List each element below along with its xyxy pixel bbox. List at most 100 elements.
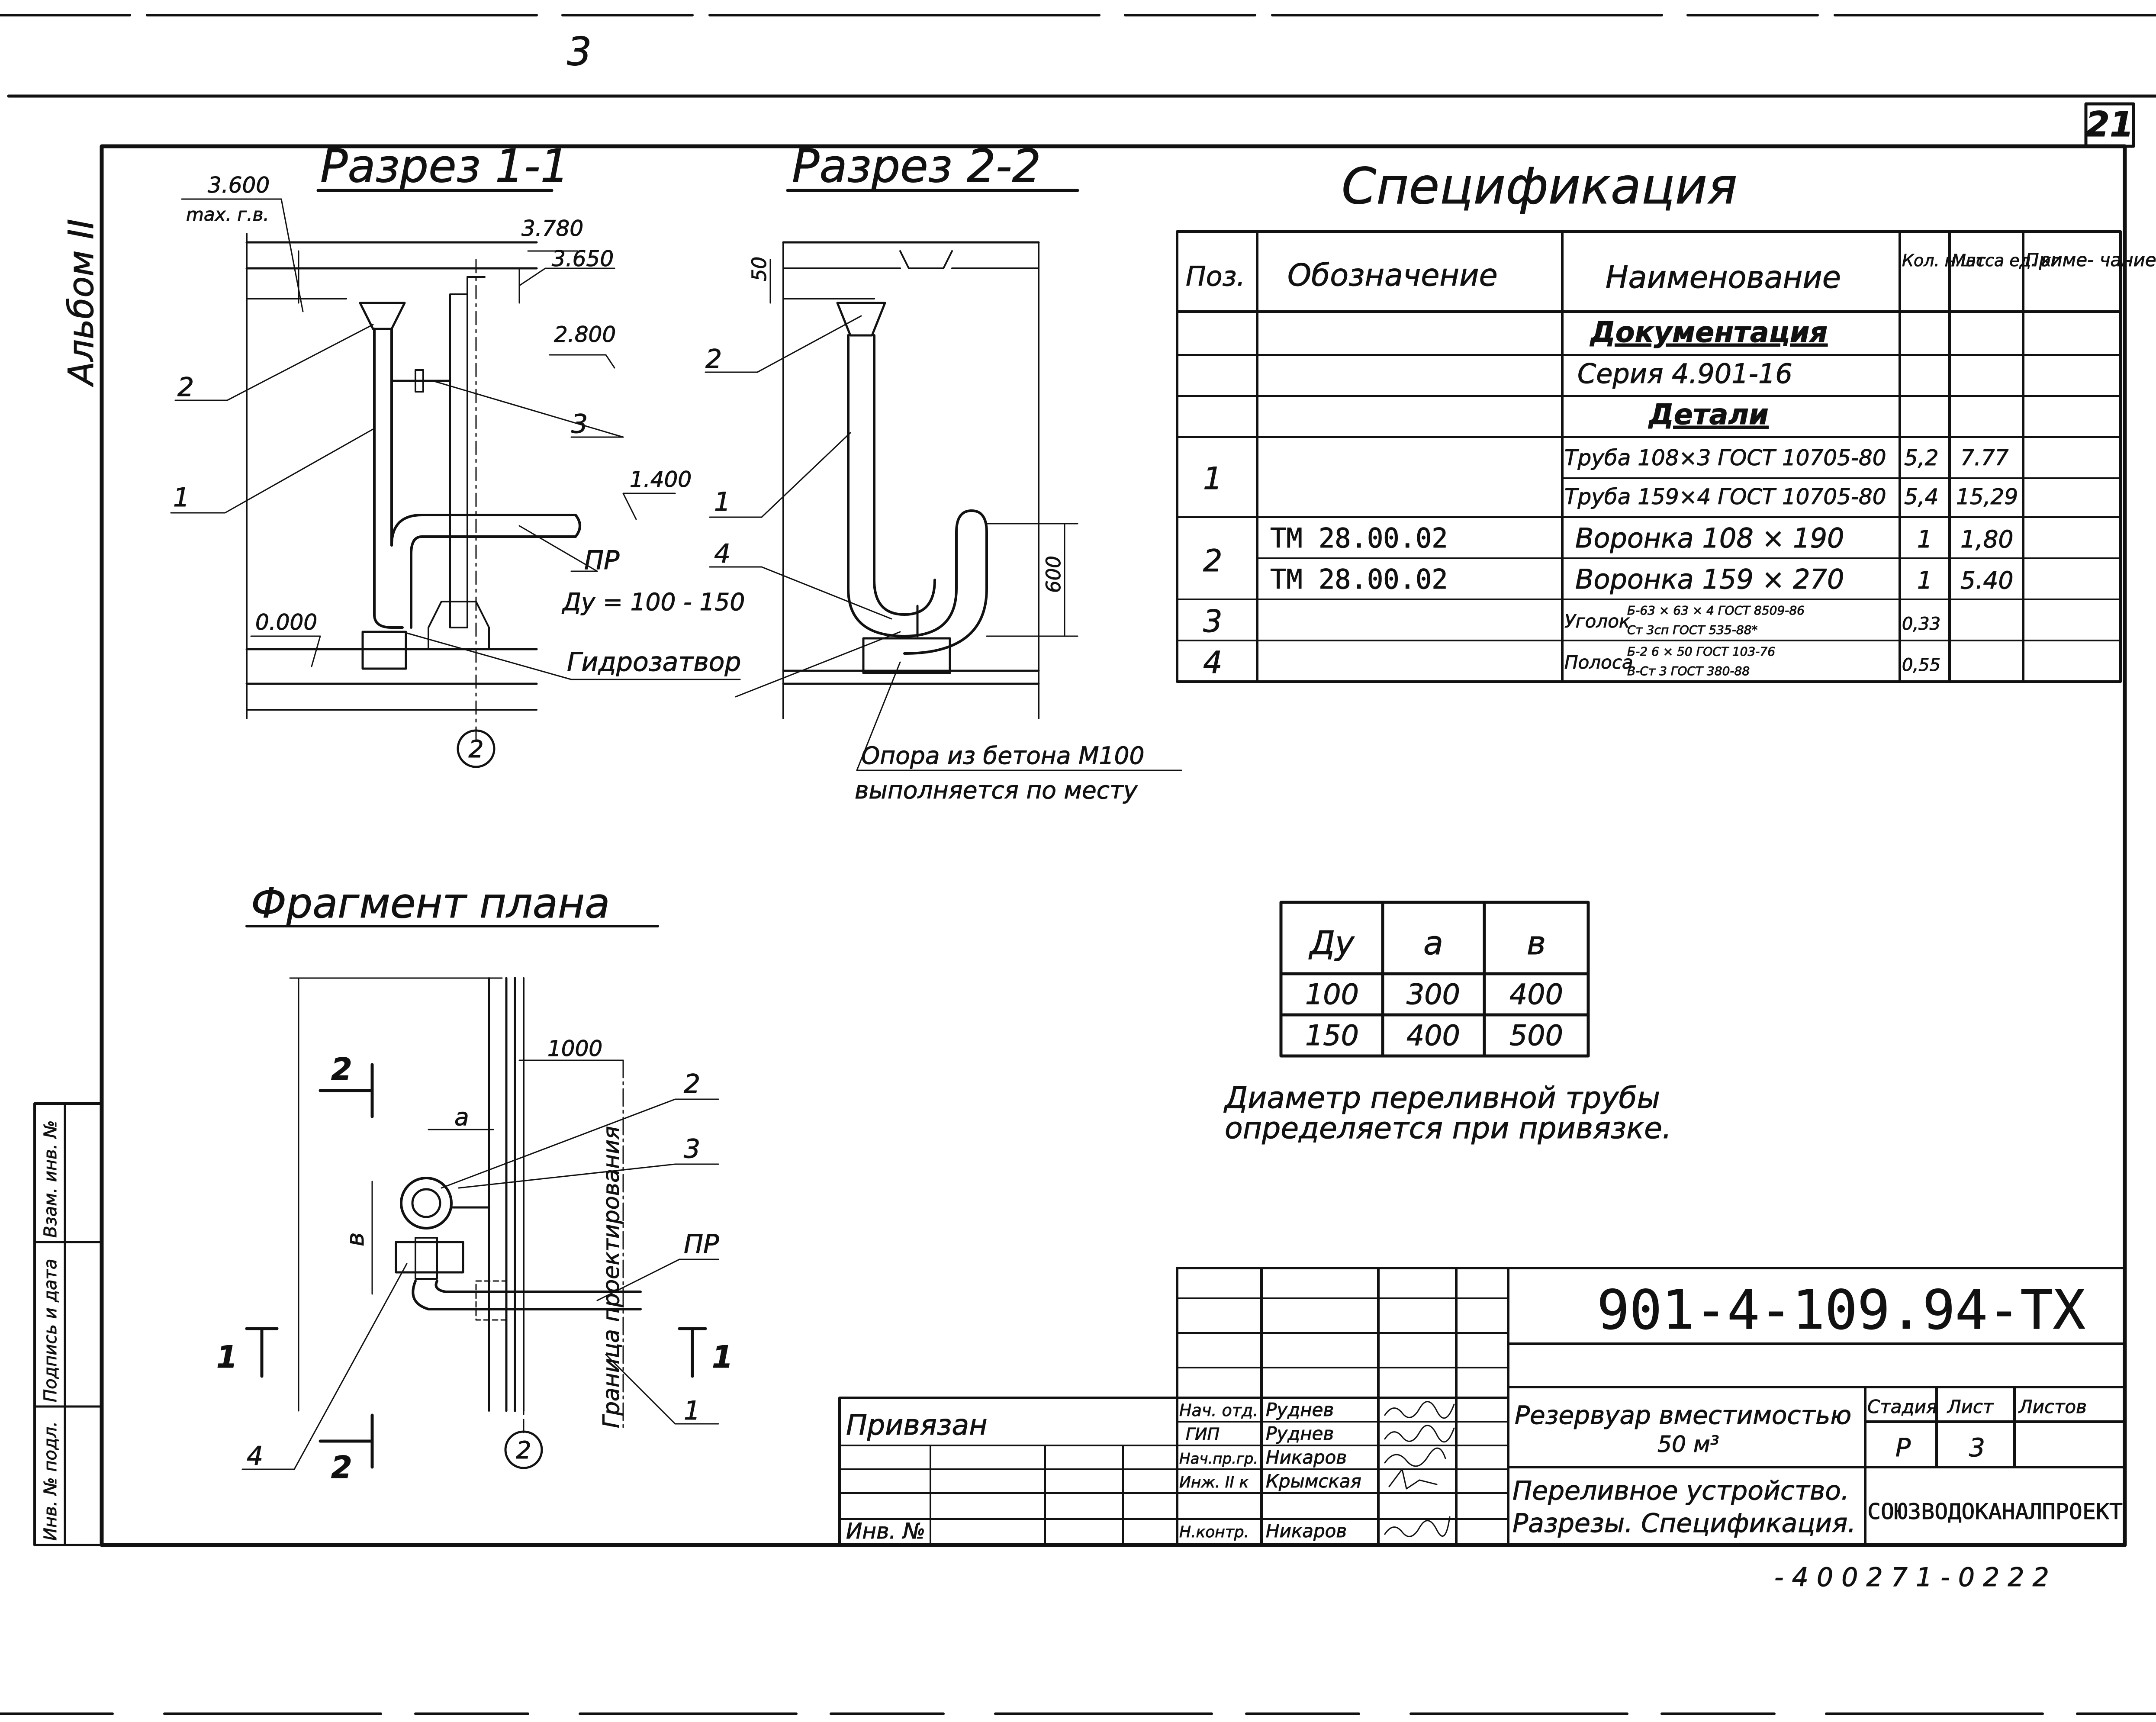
du-table	[1279, 901, 1590, 1058]
spec-row-1-qty: 5,2	[1904, 445, 1939, 470]
drawing-name-2: Разрезы. Спецификация.	[1512, 1508, 1856, 1539]
staff-name-1: Руднев	[1266, 1399, 1334, 1420]
spec-row-1b-name: Труба 159×4 ГОСТ 10705-80	[1564, 484, 1886, 509]
du-r2-c1: 150	[1305, 1020, 1359, 1052]
spec-row-4-name-b: В-Ст 3 ГОСТ 380-88	[1627, 664, 1750, 678]
du-note-1: Диаметр переливной трубы	[1223, 1081, 1660, 1115]
plan-fragment	[241, 925, 719, 1470]
top-mark: 3	[567, 29, 592, 74]
staff-name-2: Руднев	[1266, 1423, 1334, 1444]
title-block	[838, 1267, 2126, 1546]
spec-row-3-pos: 3	[1203, 604, 1223, 639]
section-1-1	[170, 189, 741, 768]
spec-row-3-name: Уголок	[1564, 611, 1630, 632]
spec-row-details: Детали	[1648, 399, 1769, 431]
s11-pos-1: 1	[173, 483, 190, 513]
spec-h-code: Обозначение	[1287, 257, 1498, 293]
s11-pos-3: 3	[571, 409, 588, 439]
inv-label: Инв. №	[846, 1519, 925, 1544]
plan-cut-2-bottom: 2	[331, 1450, 352, 1485]
s11-du: Ду = 100 - 150	[561, 588, 745, 616]
plan-pos-1: 1	[684, 1396, 700, 1426]
spec-row-4-name: Полоса	[1564, 652, 1633, 673]
spec-row-3-name-a: Б-63 × 63 × 4 ГОСТ 8509-86	[1627, 603, 1805, 618]
du-r1-c2: 300	[1406, 978, 1460, 1011]
spec-row-1b-mass: 15,29	[1956, 484, 2018, 509]
object-name: Резервуар вместимостью	[1515, 1400, 1851, 1430]
drawing-name: Переливное устройство.	[1512, 1476, 1849, 1506]
plan-pos-pr: ПР	[684, 1229, 719, 1259]
s22-pos-4: 4	[714, 539, 730, 569]
plan-pos-3: 3	[684, 1134, 700, 1164]
section-2-2-title: Разрез 2-2	[792, 140, 1041, 193]
el-1400: 1.400	[630, 467, 692, 492]
plan-cut-1-right: 1	[712, 1339, 733, 1375]
du-h-2: a	[1423, 924, 1443, 962]
spec-row-1-pos: 1	[1203, 461, 1223, 496]
sheets-header: Листов	[2018, 1396, 2087, 1417]
s22-pos-1: 1	[714, 487, 730, 517]
plan-dim-1000: 1000	[547, 1036, 602, 1061]
spec-row-2-qty: 1	[1917, 525, 1932, 553]
plan-title: Фрагмент плана	[251, 880, 610, 927]
spec-row-1b-qty: 5,4	[1904, 484, 1939, 509]
spec-row-1-mass: 7.77	[1960, 445, 2009, 470]
du-r2-c3: 500	[1509, 1020, 1563, 1052]
du-note-2: определяется при привязке.	[1225, 1111, 1672, 1146]
s22-dim-600: 600	[1042, 556, 1065, 593]
s22-support-2: выполняется по месту	[855, 776, 1138, 804]
spec-title: Спецификация	[1342, 158, 1737, 216]
signatures	[1384, 1401, 1455, 1537]
doc-code: 901-4-109.94-ТХ	[1597, 1279, 2085, 1342]
album-label: Альбом II	[61, 219, 101, 387]
spec-row-2b-qty: 1	[1917, 566, 1932, 594]
s22-pos-2: 2	[705, 344, 722, 374]
plan-pos-2: 2	[684, 1069, 700, 1099]
plan-cut-1-left: 1	[216, 1339, 238, 1375]
du-h-1: Ду	[1309, 924, 1355, 962]
spec-h-mass: Масса ед. кг	[1952, 251, 2060, 270]
spec-h-pos: Поз.	[1186, 261, 1245, 292]
s11-pr: ПР	[584, 545, 620, 576]
org-name: СОЮЗВОДОКАНАЛПРОЕКТ	[1867, 1499, 2123, 1524]
privyazan-label: Привязан	[846, 1409, 988, 1442]
du-h-3: в	[1527, 924, 1546, 962]
spec-row-2b-name: Воронка 159 × 270	[1575, 563, 1844, 595]
el-max-gv: max. г.в.	[186, 204, 269, 225]
staff-role-1: Нач. отд.	[1179, 1401, 1258, 1420]
plan-dim-a: a	[454, 1103, 469, 1131]
el-0000: 0.000	[255, 610, 317, 635]
plan-border: Граница проектирования	[599, 1126, 624, 1428]
spec-h-note: Приме- чание	[2025, 249, 2156, 270]
s11-seal: Гидрозатвор	[567, 647, 741, 677]
spec-row-4-pos: 4	[1203, 645, 1223, 680]
sheet-value: 3	[1969, 1433, 1985, 1462]
s22-dim-50: 50	[748, 257, 771, 281]
spec-row-3-name-b: Ст 3сп ГОСТ 535-88*	[1627, 623, 1758, 637]
spec-row-3-qty: 0,33	[1902, 614, 1940, 634]
spec-row-4-name-a: Б-2 6 × 50 ГОСТ 103-76	[1627, 644, 1775, 659]
spec-row-2b-code: ТМ 28.00.02	[1270, 563, 1448, 595]
s11-pos-2: 2	[177, 372, 194, 402]
sheet-number: 21	[2085, 104, 2133, 145]
staff-role-4: Инж. II к	[1179, 1474, 1249, 1491]
el-3600: 3.600	[208, 173, 270, 198]
s22-support-1: Опора из бетона М100	[861, 742, 1145, 769]
el-3650: 3.650	[552, 246, 614, 271]
side-inv-orig: Инв. № подл.	[41, 1421, 61, 1541]
stage-value: Р	[1895, 1433, 1911, 1462]
plan-cut-2-top: 2	[331, 1052, 352, 1087]
spec-row-series: Серия 4.901-16	[1577, 358, 1792, 389]
spec-table	[1176, 230, 2122, 683]
stage-header: Стадия	[1867, 1396, 1937, 1417]
spec-row-4-qty: 0,55	[1902, 655, 1940, 675]
side-stamp	[33, 1102, 103, 1546]
object-name-2: 50 м³	[1657, 1432, 1719, 1458]
plan-dim-b: в	[341, 1233, 369, 1246]
spec-row-2-code: ТМ 28.00.02	[1270, 522, 1448, 554]
sheet-header: Лист	[1947, 1396, 1994, 1417]
staff-name-3: Никаров	[1266, 1447, 1347, 1468]
staff-role-3: Нач.пр.гр.	[1179, 1450, 1258, 1468]
section-1-1-title: Разрез 1-1	[320, 140, 569, 193]
s11-axis: 2	[469, 735, 484, 763]
